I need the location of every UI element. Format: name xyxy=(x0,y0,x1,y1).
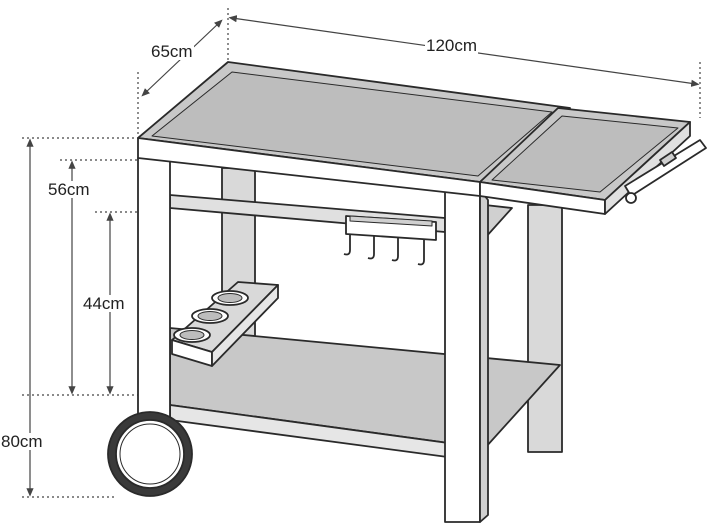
bottle-holder-icon xyxy=(171,281,279,367)
handle-icon xyxy=(624,139,707,204)
side-shelf-bracket xyxy=(484,204,513,239)
side-shelf-right-edge xyxy=(604,121,691,215)
main-top-inner xyxy=(151,71,553,177)
front-left-leg xyxy=(137,157,171,421)
total-height-label: 80cm xyxy=(0,432,44,451)
depth-label: 65cm xyxy=(150,42,194,61)
width-label: 120cm xyxy=(425,36,479,55)
extension-lines xyxy=(22,8,701,498)
side-shelf-inner xyxy=(491,115,679,193)
upper-height-label: 56cm xyxy=(47,180,91,199)
front-right-leg xyxy=(444,184,481,523)
front-right-leg-side xyxy=(479,189,489,523)
trolley-body xyxy=(107,61,707,523)
wheel-icon xyxy=(107,411,193,497)
lower-height-label: 44cm xyxy=(82,294,126,313)
utensil-hook-icon xyxy=(343,215,437,266)
back-right-leg xyxy=(527,204,563,453)
